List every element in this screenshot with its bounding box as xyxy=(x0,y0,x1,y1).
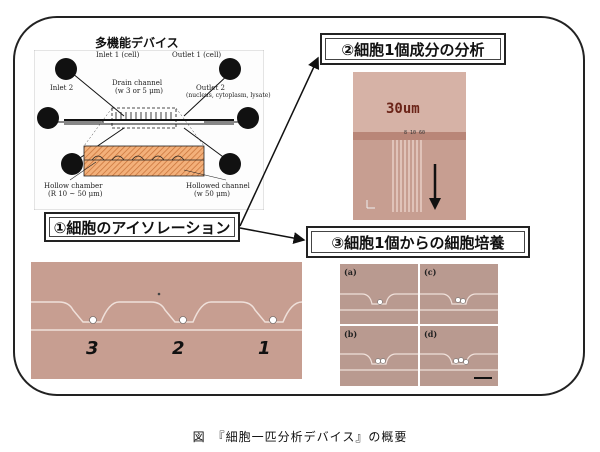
label-outlet2-sub: (nucleus, cytoplasm, lysate) xyxy=(186,92,271,99)
label-hollow-chamber-sub: (R 10 ~ 50 μm) xyxy=(48,190,103,198)
channel-lower-left xyxy=(73,127,125,163)
panel-label-d: (d) xyxy=(424,329,438,339)
isolation-number-2: 2 xyxy=(172,338,185,359)
scale-ticks: 8 10 60 xyxy=(404,130,426,136)
step3-label: ③細胞1個からの細胞培養 xyxy=(306,226,530,258)
culture-panel-c xyxy=(420,264,498,324)
micrograph-channel-band xyxy=(353,132,466,140)
channel-inlet1 xyxy=(71,72,125,117)
reservoir-lower-left xyxy=(61,153,83,175)
label-drain-sub: (w 3 or 5 μm) xyxy=(115,87,164,95)
channel-outlet1 xyxy=(183,72,231,117)
arrow-to-step3 xyxy=(239,227,306,244)
step2-label: ②細胞1個成分の分析 xyxy=(320,33,506,65)
isolation-micrograph xyxy=(31,262,302,379)
culture-panel-b xyxy=(340,326,418,386)
device-title: 多機能デバイス xyxy=(95,36,179,50)
figure-caption: 図 『細胞一匹分析デバイス』の概要 xyxy=(192,430,408,444)
isolation-number-1: 1 xyxy=(258,338,271,359)
label-drain: Drain channel xyxy=(112,79,163,87)
isolation-channel-wall-top xyxy=(31,301,302,323)
label-hollowed-channel: Hollowed channel xyxy=(186,182,250,190)
debris-particle xyxy=(157,292,161,296)
flow-direction-arrowhead xyxy=(429,198,441,210)
micrograph-drain-lines xyxy=(392,140,422,212)
hollow-chambers xyxy=(91,155,185,161)
cell-3 xyxy=(89,316,97,324)
panel-label-b: (b) xyxy=(344,329,358,339)
reservoir-inlet2 xyxy=(37,107,59,129)
panel-label-c: (c) xyxy=(424,267,437,277)
label-hollowed-channel-sub: (w 50 μm) xyxy=(194,190,230,198)
culture-panel-a xyxy=(340,264,418,324)
zoom-region xyxy=(111,107,177,129)
overview-frame xyxy=(13,16,585,396)
reservoir-outlet2 xyxy=(237,107,259,129)
hollowed-channel-zoom xyxy=(83,145,205,177)
label-outlet1: Outlet 1 (cell) xyxy=(172,51,222,59)
label-inlet1: Inlet 1 (cell) xyxy=(96,51,140,59)
analysis-micrograph xyxy=(353,72,466,220)
step1-label: ①細胞のアイソレーション xyxy=(44,212,240,242)
panel-label-a: (a) xyxy=(344,267,357,277)
device-schematic xyxy=(34,50,264,210)
reservoir-outlet1 xyxy=(219,58,241,80)
drain-comb xyxy=(115,112,172,120)
cell-1 xyxy=(269,316,277,324)
cell-2 xyxy=(179,316,187,324)
label-outlet2: Outlet 2 xyxy=(196,84,225,92)
label-inlet2: Inlet 2 xyxy=(50,84,74,92)
isolation-background xyxy=(31,262,302,379)
scale-text: 30um xyxy=(386,101,420,117)
reservoir-inlet1 xyxy=(55,58,77,80)
label-hollow-chamber: Hollow chamber xyxy=(44,182,103,190)
micrograph-upper-region xyxy=(353,72,466,134)
isolation-number-3: 3 xyxy=(86,338,99,359)
arrow-to-step2 xyxy=(239,56,320,227)
culture-panel-d xyxy=(420,326,498,386)
reservoir-lower-right xyxy=(219,153,241,175)
culture-panel-grid xyxy=(340,264,498,386)
